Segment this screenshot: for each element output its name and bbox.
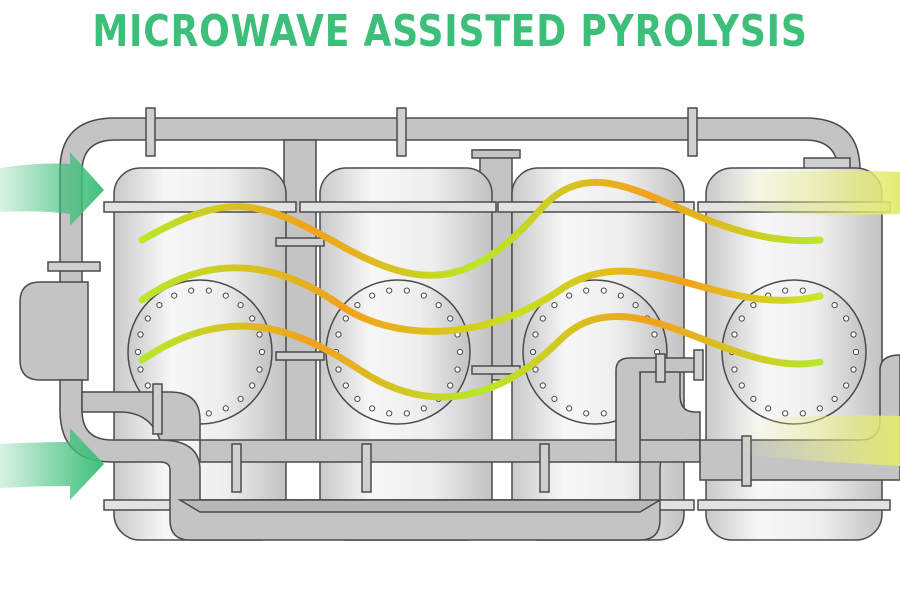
bolt [831,395,838,402]
bolt [335,331,342,338]
bolt [583,287,590,294]
bolt [831,302,838,309]
bolt [249,315,256,322]
bolt [651,331,658,338]
bolt [342,382,349,389]
bolt [258,348,266,356]
bolt [369,405,376,412]
bolt [816,405,823,412]
bolt [256,366,263,373]
bolt [750,302,757,309]
bolt [850,366,857,373]
bolt [134,348,142,356]
bolt [447,315,454,322]
bolt [566,405,573,412]
bolt [551,395,558,402]
bolt [532,366,539,373]
bolt [583,410,590,417]
bolt [799,410,806,417]
bolt [731,366,738,373]
bolt [782,410,789,417]
bolt [342,315,349,322]
bolt [529,348,537,356]
outlet-glows [720,170,900,466]
bolt [403,287,410,294]
bolt [420,405,427,412]
left-manifold [19,281,89,381]
bolt [539,382,546,389]
bolt [137,331,144,338]
bolt [799,287,806,294]
bolt [420,292,427,299]
bolt [632,302,639,309]
bolt [551,302,558,309]
bolt [249,382,256,389]
bolt [600,287,607,294]
bolt [386,410,393,417]
inlet-arrow-top [0,152,104,226]
page-title: MICROWAVE ASSISTED PYROLYSIS [92,6,808,57]
bolt [850,331,857,338]
inlet-arrows [0,152,104,500]
bolt [765,405,772,412]
inlet-arrow-bottom [0,428,104,500]
bolt [447,382,454,389]
bolt [617,292,624,299]
bolt [205,287,212,294]
bolt [369,292,376,299]
bolt [237,395,244,402]
bolt [731,331,738,338]
bolt [222,292,229,299]
bolt [454,366,461,373]
bolt [782,287,789,294]
bolt [456,348,464,356]
bolt [403,410,410,417]
bolt [237,302,244,309]
outlet-glow-bottom [740,415,900,466]
bolt [738,382,745,389]
microwave-wave-1 [138,178,824,279]
bolt [738,315,745,322]
bolt [852,348,860,356]
bolt [205,410,212,417]
bolt [435,302,442,309]
bolt [750,395,757,402]
bolt [843,382,850,389]
bolt [386,287,393,294]
bolt [566,292,573,299]
bolt [843,315,850,322]
bolt [137,366,144,373]
bolt [156,302,163,309]
bolt [539,315,546,322]
bolt [354,395,361,402]
bolt [600,410,607,417]
bolt [171,292,178,299]
microwave-waves [138,178,824,401]
microwave-wave-3 [138,313,824,401]
bolt [532,331,539,338]
bolt [188,287,195,294]
bolt [354,302,361,309]
bolt [256,331,263,338]
bolt [144,315,151,322]
bolt [144,382,151,389]
bolt [335,366,342,373]
microwave-wave-2 [138,264,824,335]
outlet-glow-top [720,170,900,216]
bolt [222,405,229,412]
